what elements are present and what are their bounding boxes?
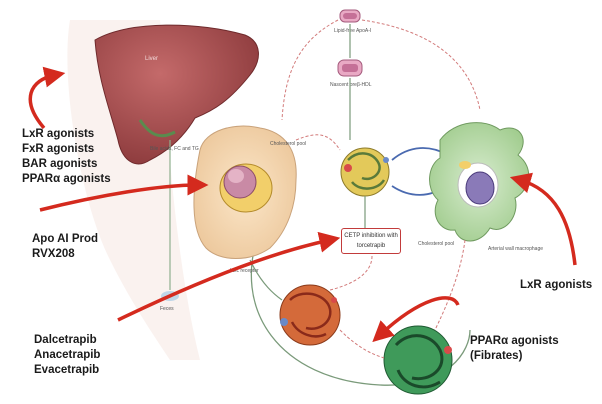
macrophage-drug-list: LxR agonists [520,278,592,293]
dashed-macrophage-down [430,240,465,340]
drug-lxr-agonists-macrophage: LxR agonists [520,278,592,293]
nascent-label: Nascent preβ-HDL [330,82,372,88]
apo-drug-list: Apo AI Prod RVX208 [32,232,98,262]
macrophage-cell [430,123,529,241]
feces-label: Feces [160,306,174,312]
hdl-particle [341,148,389,196]
liver-label: Liver [145,56,158,62]
dashed-ldl-vldl [340,330,384,358]
drug-ppara-fibrates: PPARα agonists [470,334,559,349]
green-hepatocyte-ldl [250,260,282,300]
ldl-particle [280,285,340,345]
chol-pool-right-label: Cholesterol pool [418,241,454,247]
dashed-top-right [362,20,480,110]
cetp-box-label: CETP inhibition with torcetrapib [344,233,398,249]
drug-apo-ai-prod: Apo AI Prod [32,232,98,247]
drug-fxr-agonists: FxR agonists [22,142,111,157]
drug-dalcetrapib: Dalcetrapib [34,333,100,348]
chol-pool-left-label: Cholesterol pool [270,141,306,147]
red-arrow-macrophage [520,180,575,265]
drug-bar-agonists: BAR agonists [22,157,111,172]
bile-label: Bile acids, FC and TG [150,146,199,152]
red-arrow-liver [30,75,55,128]
drug-fibrates-paren: (Fibrates) [470,349,559,364]
fibrates-drug-list: PPARα agonists (Fibrates) [470,334,559,364]
dashed-top-left [282,20,338,120]
dashed-cetp-down [330,256,372,290]
drug-lxr-agonists: LxR agonists [22,127,111,142]
drug-ppara-agonists: PPARα agonists [22,172,111,187]
apoa1-particle [340,10,360,22]
cetp-inhibition-box: CETP inhibition with torcetrapib [341,228,401,254]
nascent-hdl-particle [338,60,362,76]
cetp-drug-list: Dalcetrapib Anacetrapib Evacetrapib [34,333,100,378]
macrophage-label: Arterial wall macrophage [488,246,543,252]
apoa1-label: Lipid-free ApoA-I [334,28,371,34]
vldl-particle [384,326,452,394]
liver-drug-list: LxR agonists FxR agonists BAR agonists P… [22,127,111,187]
drug-evacetrapib: Evacetrapib [34,363,100,378]
drug-rvx208: RVX208 [32,247,98,262]
drug-anacetrapib: Anacetrapib [34,348,100,363]
